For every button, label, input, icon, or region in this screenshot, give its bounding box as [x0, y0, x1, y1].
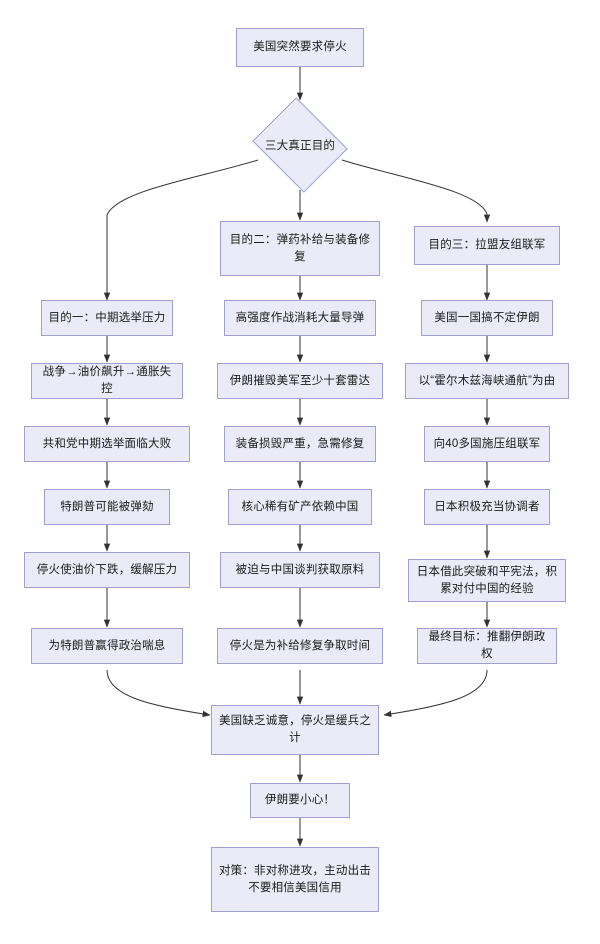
- node-middle-3[interactable]: 装备损毁严重，急需修复: [224, 426, 376, 462]
- node-left-1[interactable]: 目的一：中期选举压力: [41, 300, 173, 336]
- edge-decision-to-right: [341, 159, 491, 223]
- node-left-5[interactable]: 停火使油价下跌，缓解压力: [24, 552, 190, 588]
- node-left-2[interactable]: 战争→油价飙升→通胀失控: [31, 363, 183, 399]
- node-right-2[interactable]: 以“霍尔木兹海峡通航”为由: [405, 363, 569, 399]
- decision-label: 三大真正目的: [264, 140, 336, 152]
- node-purpose-two-header[interactable]: 目的二：弹药补给与装备修复: [220, 221, 380, 276]
- node-decision[interactable]: 三大真正目的: [250, 97, 350, 193]
- node-purpose-three-header[interactable]: 目的三：拉盟友组联军: [414, 226, 560, 265]
- node-right-5[interactable]: 日本借此突破和平宪法，积累对付中国的经验: [408, 559, 566, 602]
- node-title[interactable]: 美国突然要求停火: [236, 28, 364, 67]
- node-middle-4[interactable]: 核心稀有矿产依赖中国: [228, 489, 372, 525]
- node-right-1[interactable]: 美国一国搞不定伊朗: [421, 300, 553, 336]
- node-action[interactable]: 对策：非对称进攻，主动出击 不要相信美国信用: [211, 847, 379, 912]
- node-left-4[interactable]: 特朗普可能被弹劾: [44, 489, 170, 525]
- node-middle-5[interactable]: 被迫与中国谈判获取原料: [220, 552, 380, 588]
- node-left-6[interactable]: 为特朗普赢得政治喘息: [31, 628, 183, 664]
- node-warning[interactable]: 伊朗要小心！: [250, 783, 350, 818]
- node-middle-2[interactable]: 伊朗摧毁美军至少十套雷达: [217, 363, 383, 399]
- edge-right-to-conclusion: [383, 669, 488, 718]
- node-left-3[interactable]: 共和党中期选举面临大败: [24, 426, 190, 462]
- node-right-6[interactable]: 最终目标：推翻伊朗政权: [417, 628, 557, 664]
- node-middle-6[interactable]: 停火是为补给修复争取时间: [217, 628, 383, 664]
- node-conclusion[interactable]: 美国缺乏诚意，停火是缓兵之计: [211, 705, 379, 755]
- node-middle-1[interactable]: 高强度作战消耗大量导弹: [224, 300, 376, 336]
- edge-left-to-conclusion: [106, 669, 211, 718]
- node-right-4[interactable]: 日本积极充当协调者: [424, 489, 550, 525]
- node-right-3[interactable]: 向40多国施压组联军: [424, 426, 550, 462]
